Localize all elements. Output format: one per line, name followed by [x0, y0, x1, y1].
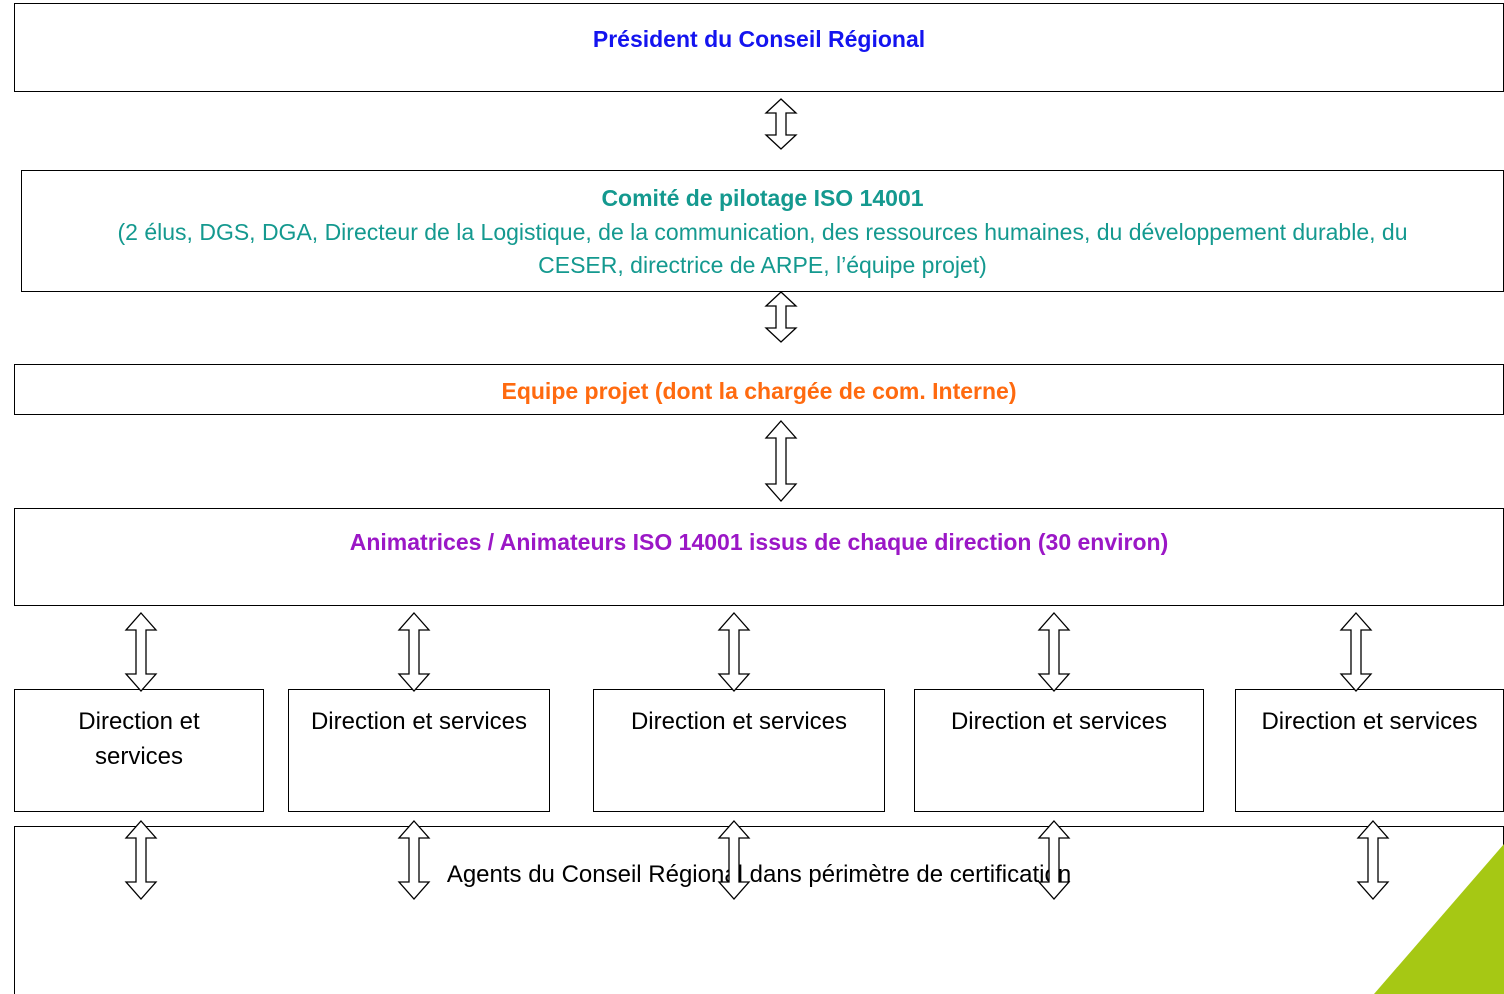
direction-label: Direction et services: [78, 708, 200, 770]
direction-box: Direction et services: [1235, 689, 1504, 812]
direction-box: Direction et services: [593, 689, 885, 812]
double-arrow-icon: [397, 612, 431, 692]
double-arrow-icon: [764, 291, 798, 343]
direction-box: Direction et services: [14, 689, 264, 812]
agents-box: Agents du Conseil Régional dans périmètr…: [14, 826, 1504, 994]
president-label: Président du Conseil Régional: [592, 26, 926, 52]
double-arrow-icon: [1037, 612, 1071, 692]
double-arrow-icon: [1356, 820, 1390, 900]
double-arrow-icon: [717, 612, 751, 692]
direction-label: Direction et services: [950, 708, 1168, 735]
double-arrow-icon: [764, 98, 798, 150]
direction-label: Direction et services: [630, 708, 848, 735]
double-arrow-icon: [124, 612, 158, 692]
direction-label: Direction et services: [310, 708, 528, 735]
double-arrow-icon: [1339, 612, 1373, 692]
direction-label: Direction et services: [1261, 708, 1478, 735]
double-arrow-icon: [1037, 820, 1071, 900]
facilitators-label: Animatrices / Animateurs ISO 14001 issus…: [349, 529, 1169, 555]
agents-label: Agents du Conseil Régional dans périmètr…: [446, 861, 1072, 888]
corner-decoration-shape: [1374, 844, 1504, 994]
president-box: Président du Conseil Régional: [14, 3, 1504, 92]
double-arrow-icon: [764, 420, 798, 502]
double-arrow-icon: [124, 820, 158, 900]
project-team-label: Equipe projet (dont la chargée de com. I…: [501, 378, 1017, 404]
steering-committee-box: Comité de pilotage ISO 14001 (2 élus, DG…: [21, 170, 1504, 292]
steering-committee-members: (2 élus, DGS, DGA, Directeur de la Logis…: [117, 219, 1408, 278]
steering-committee-title: Comité de pilotage ISO 14001: [601, 185, 924, 211]
double-arrow-icon: [397, 820, 431, 900]
double-arrow-icon: [717, 820, 751, 900]
direction-box: Direction et services: [914, 689, 1204, 812]
project-team-box: Equipe projet (dont la chargée de com. I…: [14, 364, 1504, 415]
facilitators-box: Animatrices / Animateurs ISO 14001 issus…: [14, 508, 1504, 606]
direction-box: Direction et services: [288, 689, 550, 812]
